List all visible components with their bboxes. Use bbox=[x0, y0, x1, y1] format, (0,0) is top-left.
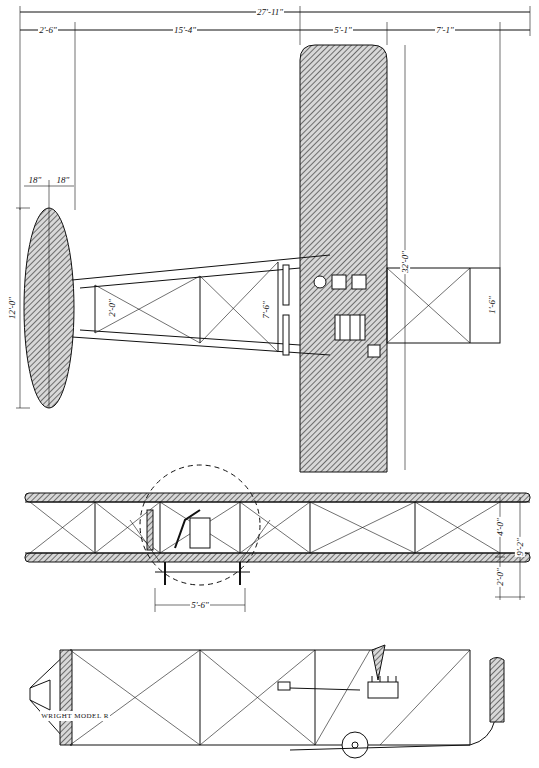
model-name: WRIGHT MODEL R bbox=[40, 711, 110, 721]
dimension-label: 9'-2" bbox=[515, 537, 525, 557]
dimension-label: 2'-6" bbox=[38, 25, 58, 35]
dimension-label: 27'-11" bbox=[256, 7, 284, 17]
dimension-label: 12'-0" bbox=[7, 296, 17, 320]
dimension-label: 32'-0" bbox=[400, 250, 410, 274]
dimension-label: 5'-6" bbox=[190, 600, 210, 610]
dimension-label: 18" bbox=[56, 175, 71, 185]
dimension-label: 18" bbox=[28, 175, 43, 185]
dimension-label: 1'-6" bbox=[487, 295, 497, 315]
dimension-label: 2'-0" bbox=[107, 298, 117, 318]
dimension-label: 7'-1" bbox=[435, 25, 455, 35]
dimension-label: 4'-0" bbox=[495, 517, 505, 537]
dimension-label: 15'-4" bbox=[173, 25, 197, 35]
dimension-label: 2'-0" bbox=[495, 567, 505, 587]
dimension-label: 7'-6" bbox=[261, 300, 271, 320]
dimension-label: 5'-1" bbox=[333, 25, 353, 35]
